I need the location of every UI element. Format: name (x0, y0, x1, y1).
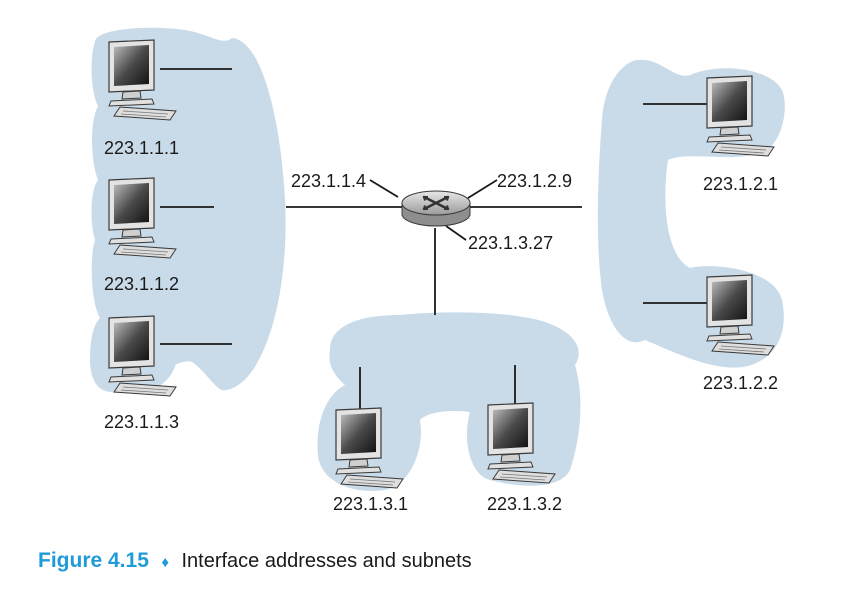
figure-number: Figure 4.15 (38, 549, 149, 572)
host-label: 223.1.3.2 (487, 494, 562, 514)
host-label: 223.1.2.1 (703, 174, 778, 194)
caption-text: Interface addresses and subnets (181, 550, 471, 572)
host-label: 223.1.1.2 (104, 274, 179, 294)
host-label: 223.1.2.2 (703, 373, 778, 393)
router-interface-label: 223.1.2.9 (497, 171, 572, 191)
caption-bullet: ♦ (161, 554, 169, 571)
subnet-right-cloud (597, 59, 785, 368)
figure-caption: Figure 4.15 ♦ Interface addresses and su… (38, 549, 472, 572)
host-label: 223.1.3.1 (333, 494, 408, 514)
svg-text:Figure 4.15 ♦ Inte: Figure 4.15 ♦ Interface addresses and su… (38, 549, 472, 572)
host-label: 223.1.1.1 (104, 138, 179, 158)
router-interface-label: 223.1.3.27 (468, 233, 553, 253)
router-interface-label: 223.1.1.4 (291, 171, 366, 191)
wires (160, 68, 707, 420)
host-label: 223.1.1.3 (104, 412, 179, 432)
router-icon (401, 190, 471, 227)
